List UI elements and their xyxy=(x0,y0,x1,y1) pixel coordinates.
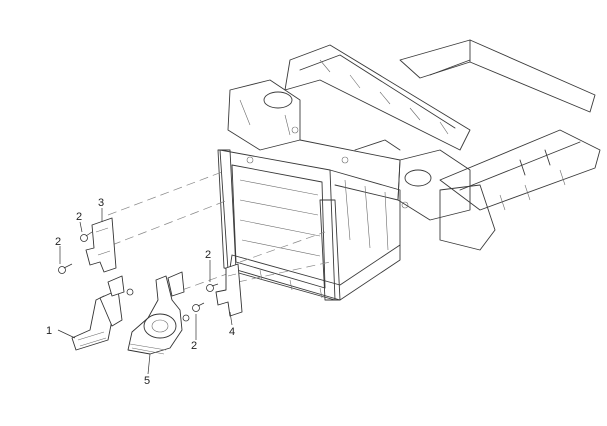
callout-2-lower-left: 2 xyxy=(55,236,61,248)
bolt-6 xyxy=(182,314,190,322)
bolts xyxy=(58,231,219,322)
callout-2-lower-center: 2 xyxy=(191,340,197,352)
horn-part-1 xyxy=(71,275,125,351)
bolt-4 xyxy=(206,283,219,292)
bolt-3 xyxy=(126,288,134,296)
callout-2-upper-right: 2 xyxy=(205,249,211,261)
callout-3: 3 xyxy=(98,197,104,209)
leader-lines xyxy=(57,208,233,375)
callout-5: 5 xyxy=(144,375,150,387)
front-end-frame xyxy=(217,39,601,301)
callout-2-upper-left: 2 xyxy=(76,211,82,223)
callout-labels: 1 2 2 2 2 3 4 5 xyxy=(46,197,235,387)
bracket-part-4 xyxy=(215,263,243,317)
horn-part-5 xyxy=(127,271,185,355)
bolt-5 xyxy=(192,302,205,312)
bracket-part-3 xyxy=(85,217,117,273)
callout-4: 4 xyxy=(229,326,235,338)
projection-lines xyxy=(107,171,331,291)
bolt-2 xyxy=(58,263,73,274)
bolt-1 xyxy=(80,231,93,242)
callout-1: 1 xyxy=(46,325,52,337)
